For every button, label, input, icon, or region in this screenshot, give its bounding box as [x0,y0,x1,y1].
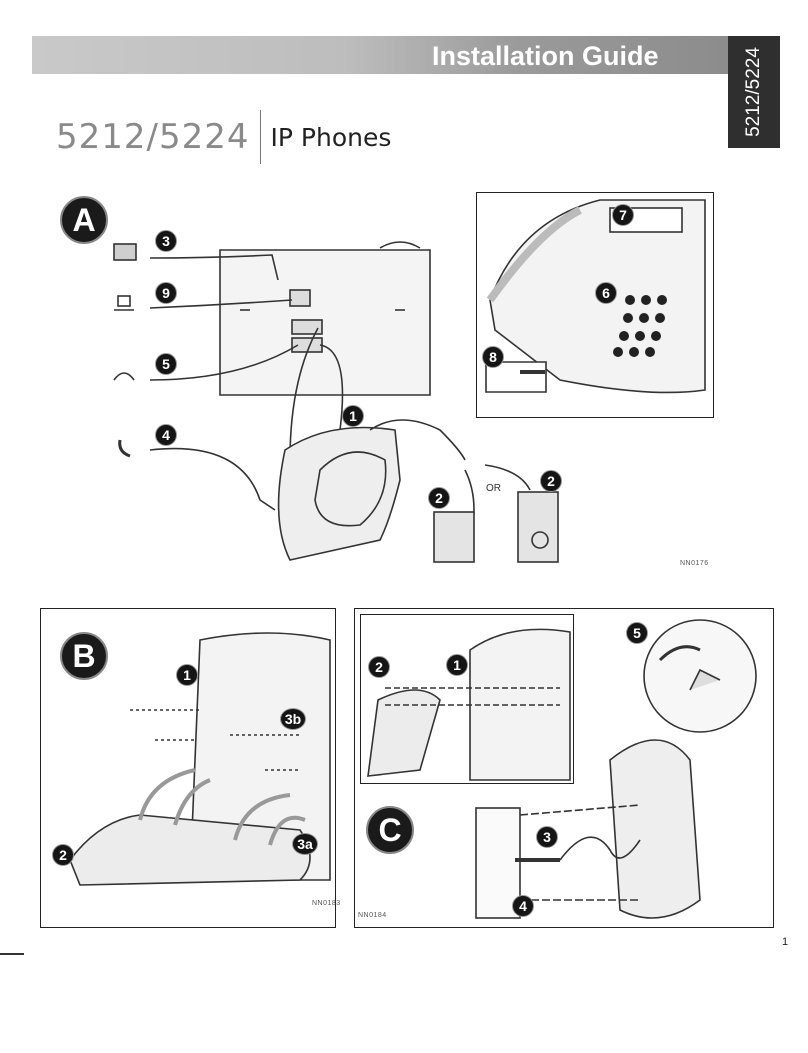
pc-cable [149,299,293,309]
callout-a-6: 6 [595,282,617,304]
section-a-badge: A [60,196,108,244]
document-title: 5212/5224 IP Phones [56,110,392,164]
headset-icon [113,372,135,381]
power-cable [149,254,279,281]
callout-b-3b: 3b [280,708,306,730]
power-injector [517,491,559,563]
power-adapter-icon [113,243,137,261]
callout-b-1: 1 [176,664,198,686]
callout-c-5: 5 [626,622,648,644]
callout-c-3: 3 [536,826,558,848]
callout-a-4: 4 [155,424,177,446]
callout-a-5: 5 [155,353,177,375]
handset-icon [118,439,131,458]
callout-c-1: 1 [446,654,468,676]
callout-c-2: 2 [368,656,390,678]
section-b-badge: B [60,632,108,680]
header-title: Installation Guide [432,41,659,71]
callout-b-3a: 3a [292,833,318,855]
or-label: OR [486,483,501,494]
figure-id-b: NN0183 [312,900,341,907]
callout-a-3: 3 [155,230,177,252]
header-bar [32,36,728,74]
callout-a-7: 7 [612,204,634,226]
wall-adapter [433,511,475,563]
footer-rule [0,953,24,955]
callout-a-2-right: 2 [540,470,562,492]
phone-back-outline [219,249,431,396]
page-number: 1 [782,936,789,948]
headset-cable [149,344,299,381]
callout-a-1: 1 [342,405,364,427]
label-card [485,361,547,393]
title-separator [259,110,261,164]
section-c-badge: C [366,806,414,854]
handset-cable [149,447,276,511]
phone-wall-c [609,739,701,919]
phone-stand [277,426,401,561]
stand-c [367,689,441,777]
stand-base-b [69,814,311,886]
callout-c-4: 4 [512,895,534,917]
title-model: 5212/5224 [56,117,250,157]
computer-icon [117,295,131,307]
callout-a-2-left: 2 [428,487,450,509]
title-product: IP Phones [270,122,392,152]
lan-cable [369,419,466,461]
figure-id-a: NN0176 [680,560,709,567]
callout-a-8: 8 [482,346,504,368]
model-tab: 5212/5224 [728,36,780,148]
callout-b-2: 2 [52,844,74,866]
callout-a-9: 9 [155,282,177,304]
figure-id-c: NN0184 [358,912,387,919]
